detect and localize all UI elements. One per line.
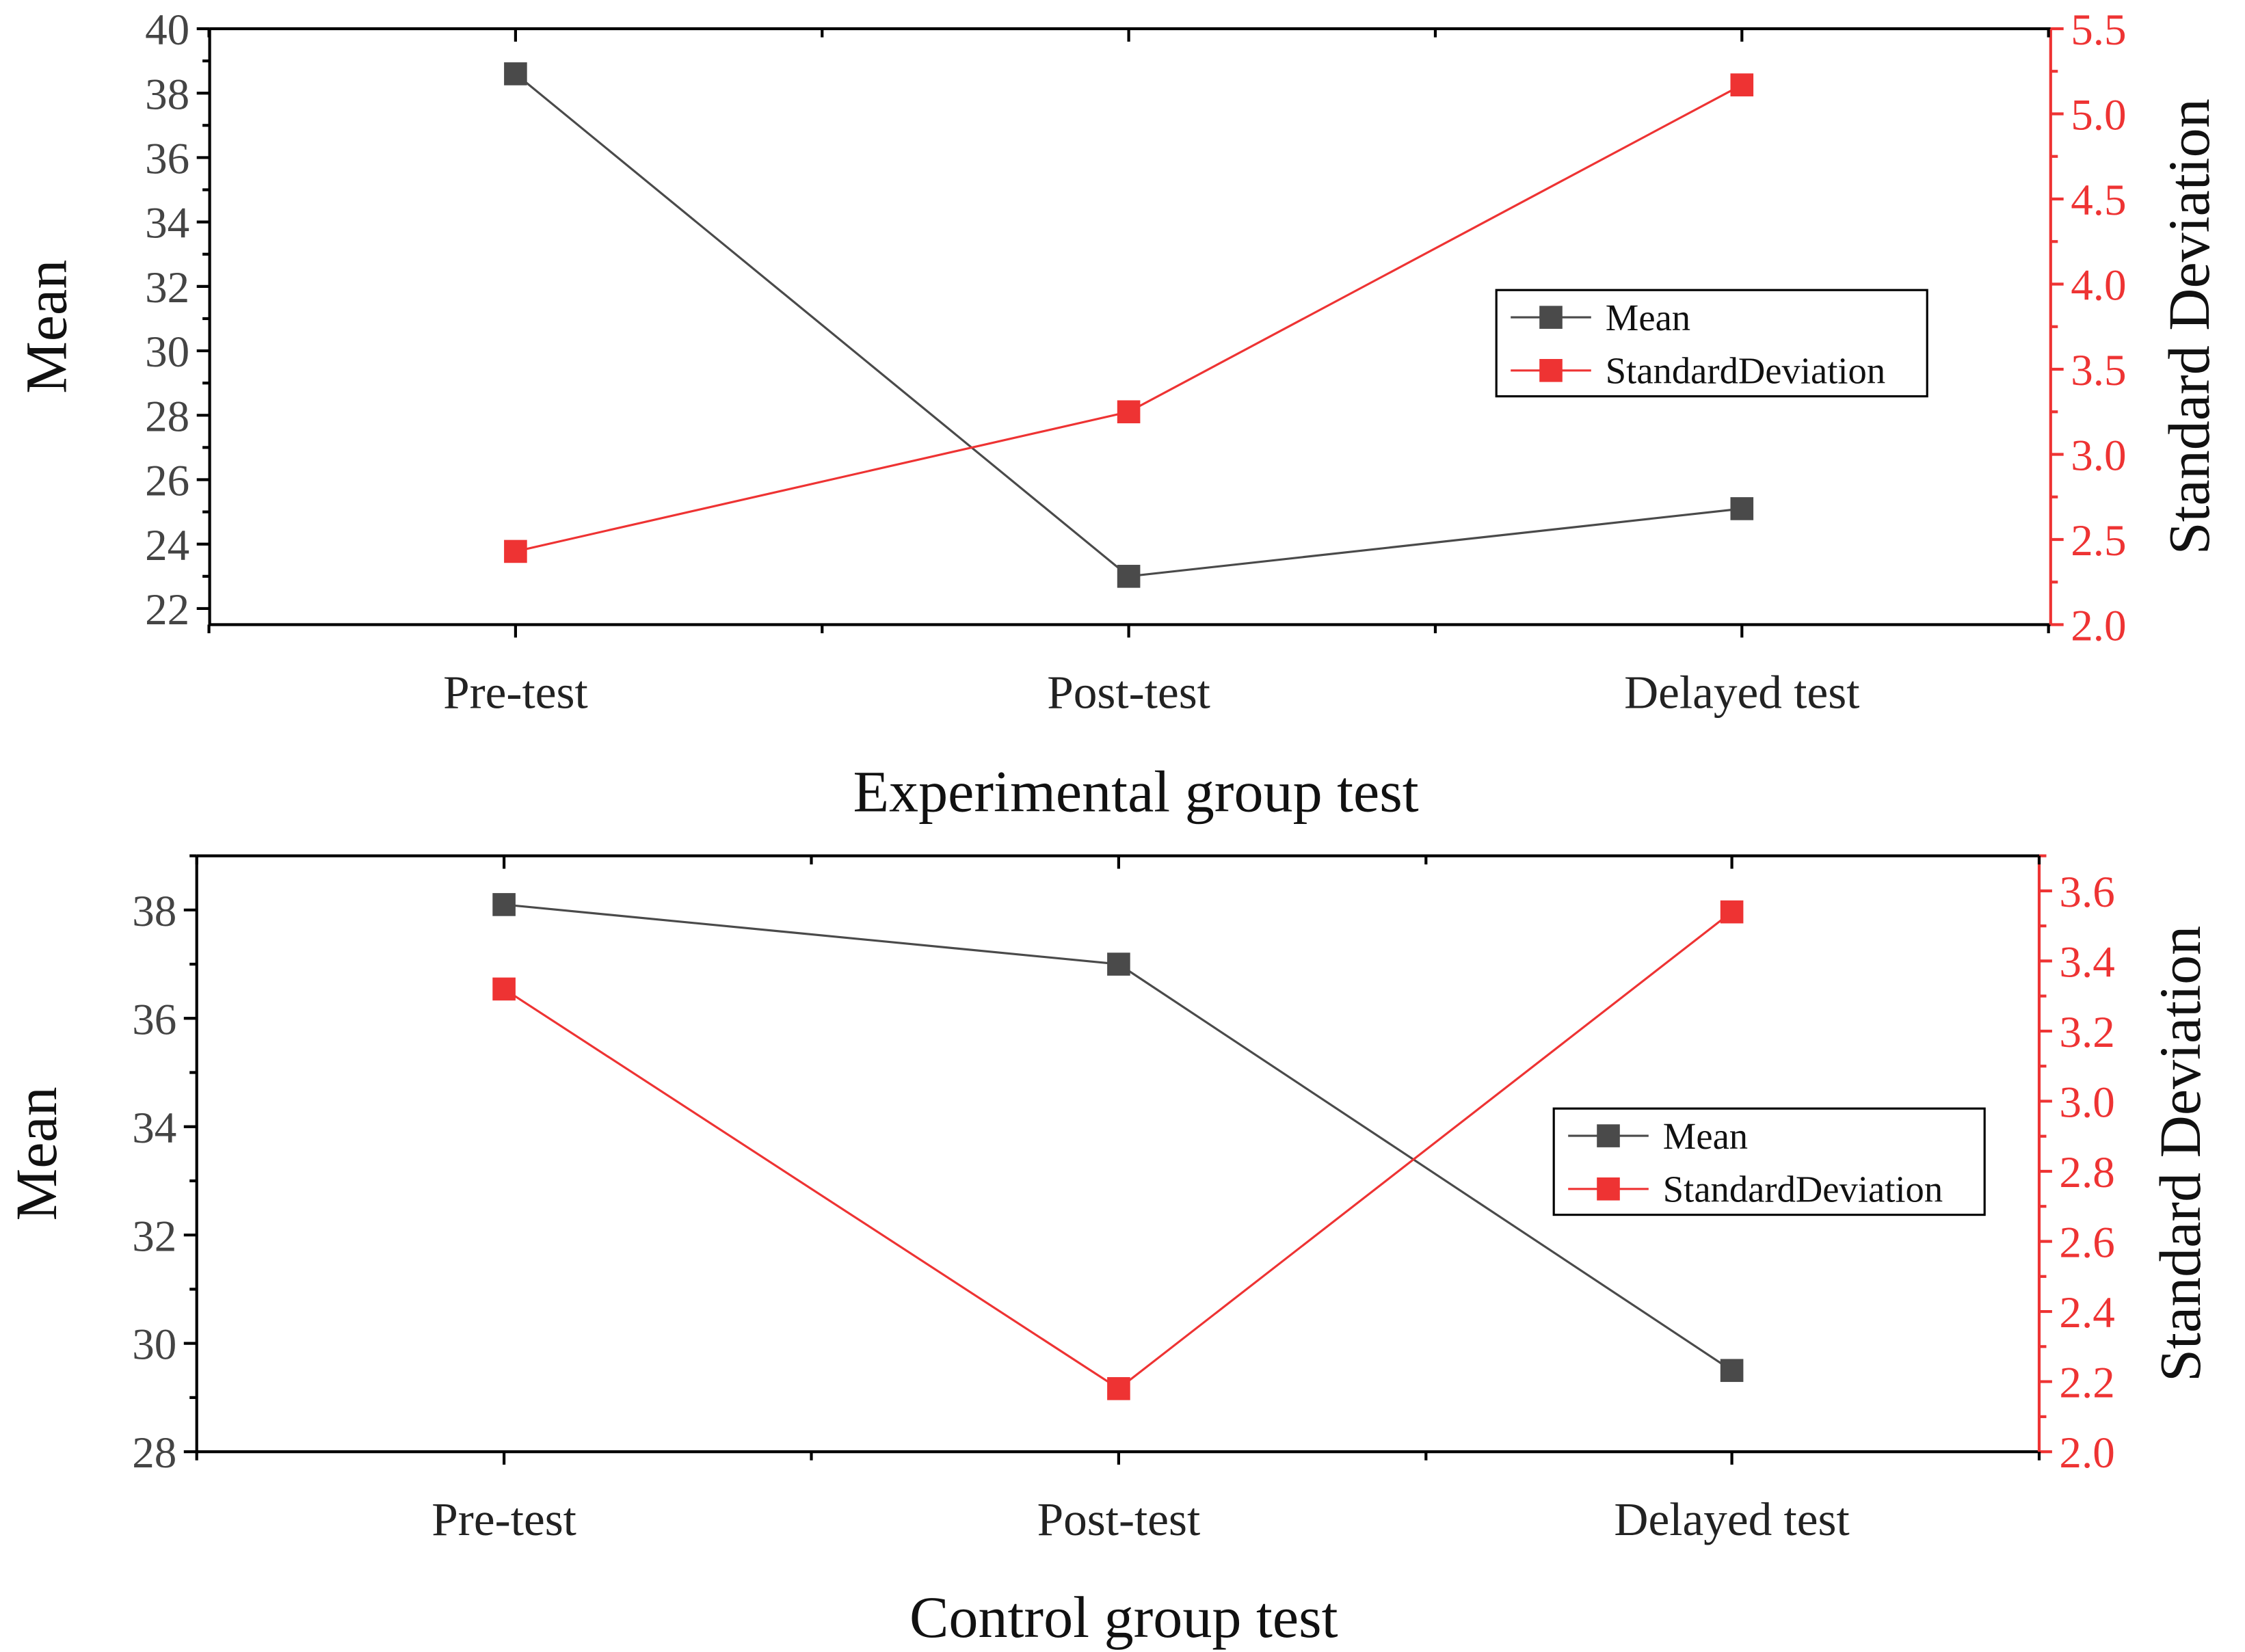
right-tick-label: 5.0 (2071, 91, 2126, 140)
left-tick-label: 34 (145, 199, 189, 248)
mean-data-point (1107, 952, 1130, 976)
right-tick-label: 2.5 (2071, 516, 2126, 565)
right-tick-label: 4.5 (2071, 176, 2126, 225)
left-tick-label: 30 (132, 1320, 176, 1370)
right-tick-label: 2.4 (2059, 1288, 2114, 1337)
mean-data-point (1720, 1359, 1744, 1383)
left-tick-label: 36 (132, 995, 176, 1044)
left-tick-label: 24 (145, 521, 189, 570)
category-label: Post-test (1047, 665, 1210, 718)
sd-data-point (1730, 73, 1754, 96)
right-tick-label: 3.4 (2059, 937, 2114, 987)
right-tick-label: 3.0 (2059, 1078, 2114, 1128)
right-tick-label: 2.8 (2059, 1148, 2114, 1197)
y-axis-title: Mean (14, 260, 79, 394)
right-tick-label: 3.6 (2059, 868, 2114, 917)
right-tick-label: 3.0 (2071, 431, 2126, 481)
chart-title: Control group test (909, 1584, 1338, 1650)
sd-data-point (1107, 1377, 1130, 1400)
y2-axis-title: Standard Deviation (2147, 926, 2213, 1382)
y-axis-title: Mean (3, 1087, 69, 1221)
chart-1: 22 24 26 28 30 32 34 36 38 40 2.0 2.5 3.0 3.5 4.0 4.5 5.… (14, 5, 2222, 824)
y2-axis-title: Standard Deviation (2156, 98, 2222, 555)
sd-data-point (492, 977, 516, 1001)
left-tick-label: 32 (145, 263, 189, 312)
legend-sd-label: StandardDeviation (1663, 1169, 1943, 1210)
legend-box (1495, 289, 1928, 398)
category-label: Delayed test (1624, 665, 1859, 718)
legend-box (1552, 1107, 1986, 1216)
left-tick-label: 38 (132, 887, 176, 936)
mean-data-point (1117, 565, 1141, 588)
left-tick-label: 32 (132, 1212, 176, 1261)
chart-2: 28 30 32 34 36 38 2.0 2.2 2.4 2.6 2.8 3.0 3.2 3.4 3.6P… (3, 854, 2213, 1650)
category-label: Pre-test (443, 665, 588, 718)
legend-sd-marker (1539, 359, 1563, 382)
left-tick-label: 22 (145, 585, 189, 635)
legend-mean-marker (1539, 306, 1563, 329)
legend-sd-marker (1597, 1177, 1620, 1201)
left-tick-label: 28 (145, 392, 189, 441)
right-tick-label: 3.2 (2059, 1008, 2114, 1057)
left-tick-label: 36 (145, 135, 189, 184)
sd-data-point (1720, 900, 1744, 924)
category-label: Pre-test (431, 1493, 576, 1545)
category-label: Delayed test (1614, 1493, 1849, 1545)
right-tick-label: 2.6 (2059, 1218, 2114, 1268)
left-tick-label: 30 (145, 328, 189, 377)
mean-data-point (1730, 497, 1754, 520)
sd-data-point (504, 539, 527, 563)
left-tick-label: 34 (132, 1104, 176, 1153)
left-tick-label: 26 (145, 457, 189, 506)
left-tick-label: 28 (132, 1428, 176, 1478)
chart-title: Experimental group test (853, 759, 1418, 825)
left-tick-label: 40 (145, 5, 189, 55)
legend-mean-label: Mean (1606, 297, 1690, 338)
right-tick-label: 3.5 (2071, 346, 2126, 395)
sd-series-line (503, 911, 1733, 1390)
left-tick-label: 38 (145, 70, 189, 119)
right-tick-label: 4.0 (2071, 261, 2126, 310)
legend-sd-label: StandardDeviation (1606, 350, 1885, 392)
category-label: Post-test (1037, 1493, 1201, 1545)
legend-mean-label: Mean (1663, 1115, 1748, 1157)
right-tick-label: 5.5 (2071, 5, 2126, 55)
right-tick-label: 2.0 (2059, 1428, 2114, 1478)
right-tick-label: 2.0 (2071, 602, 2126, 651)
legend-mean-marker (1597, 1124, 1620, 1147)
sd-data-point (1117, 400, 1141, 424)
right-tick-label: 2.2 (2059, 1359, 2114, 1408)
mean-data-point (504, 62, 527, 85)
mean-data-point (492, 893, 516, 916)
